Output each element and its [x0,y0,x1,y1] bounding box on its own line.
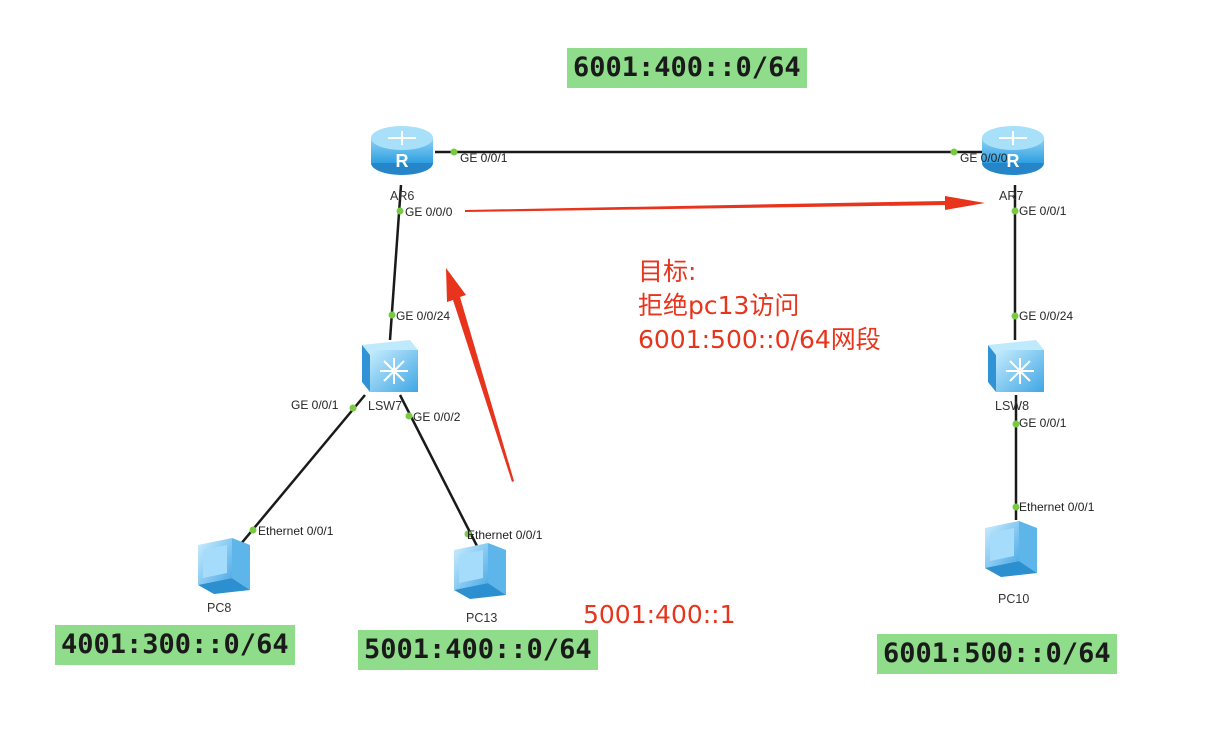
port-dot [1012,420,1020,428]
port-label-pc13-eth: Ethernet 0/0/1 [467,528,543,542]
port-label-lsw7-ge0024: GE 0/0/24 [396,309,450,323]
port-dot [249,526,257,534]
subnet-label-pc8: 4001:300::0/64 [55,625,295,665]
router-arrows-icon [388,131,416,145]
annotation-arrows [446,196,985,482]
port-label-ar7-ge000: GE 0/0/0 [960,151,1008,165]
port-dot [1011,312,1019,320]
port-dot [464,530,472,538]
arrow-pc13-to-ar6 [446,268,514,482]
ar6-label: AR6 [390,189,414,203]
goal-note-line2: 拒绝pc13访问 [638,291,800,320]
port-label-ar6-ge001: GE 0/0/1 [460,151,508,165]
port-dot [388,311,396,319]
subnet-label-pc10: 6001:500::0/64 [877,634,1117,674]
subnet-label-pc13: 5001:400::0/64 [358,630,598,670]
port-dot [1011,207,1019,215]
links [239,150,1018,549]
router-arrows-icon [999,131,1027,145]
port-dot [950,148,958,156]
port-label-ar7-ge001: GE 0/0/1 [1019,204,1067,218]
pc8-label: PC8 [207,601,231,615]
lsw8-label: LSW8 [995,399,1029,413]
port-label-lsw8-ge001: GE 0/0/1 [1019,416,1067,430]
router-ar6[interactable]: R [371,126,433,175]
switch-lsw8[interactable] [988,340,1044,392]
port-label-pc8-eth: Ethernet 0/0/1 [258,524,334,538]
pc-pc13[interactable] [454,543,506,599]
link-lsw7-pc13 [398,394,480,549]
goal-note: 目标: 拒绝pc13访问 6001:500::0/64网段 [638,255,881,357]
port-label-lsw7-ge001: GE 0/0/1 [291,398,339,412]
goal-note-line3: 6001:500::0/64网段 [638,325,881,354]
port-dots [249,148,1020,538]
pc-pc10[interactable] [985,521,1037,577]
switch-arrows-icon [1006,358,1034,384]
pc10-label: PC10 [998,592,1029,606]
router-icon: R [1007,151,1020,171]
port-dot [349,404,357,412]
pc-pc8[interactable] [198,538,250,594]
router-ar7[interactable]: R [982,126,1044,175]
port-dot [450,148,458,156]
port-dot [396,207,404,215]
router-icon: R [396,151,409,171]
port-label-lsw8-ge0024: GE 0/0/24 [1019,309,1073,323]
goal-note-line1: 目标: [638,257,697,286]
port-label-ar6-ge000: GE 0/0/0 [405,205,453,219]
lsw7-label: LSW7 [368,399,402,413]
arrow-ar6-to-ar7 [465,196,985,212]
switch-lsw7[interactable] [362,340,418,392]
pc13-label: PC13 [466,611,497,625]
ar7-label: AR7 [999,189,1023,203]
pc13-address-note: 5001:400::1 [583,600,736,629]
port-label-lsw7-ge002: GE 0/0/2 [413,410,461,424]
link-lsw7-pc8 [239,394,366,546]
port-dot [1012,503,1020,511]
port-dot [405,412,413,420]
subnet-label-top: 6001:400::0/64 [567,48,807,88]
port-label-pc10-eth: Ethernet 0/0/1 [1019,500,1095,514]
switch-arrows-icon [380,358,408,384]
